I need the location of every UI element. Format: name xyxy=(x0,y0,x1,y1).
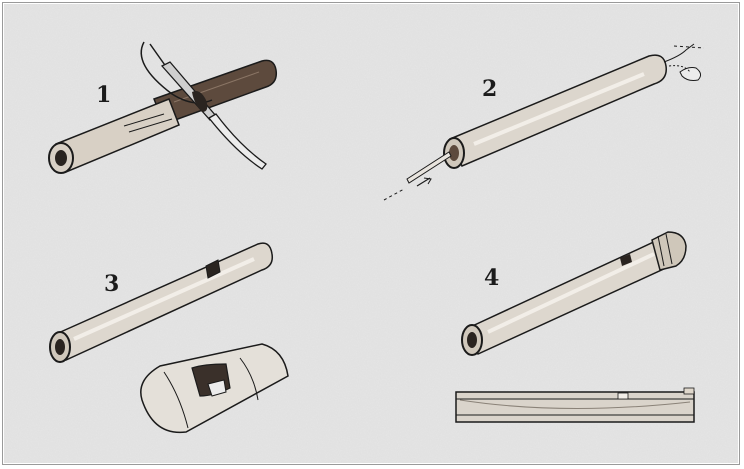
step-number-2: 2 xyxy=(482,78,497,100)
illustration-drawing xyxy=(4,4,738,463)
illustration-canvas: 1 2 3 4 xyxy=(4,4,738,463)
step-number-1: 1 xyxy=(96,84,111,106)
step-number-4: 4 xyxy=(484,267,499,289)
step-number-3: 3 xyxy=(104,273,119,295)
